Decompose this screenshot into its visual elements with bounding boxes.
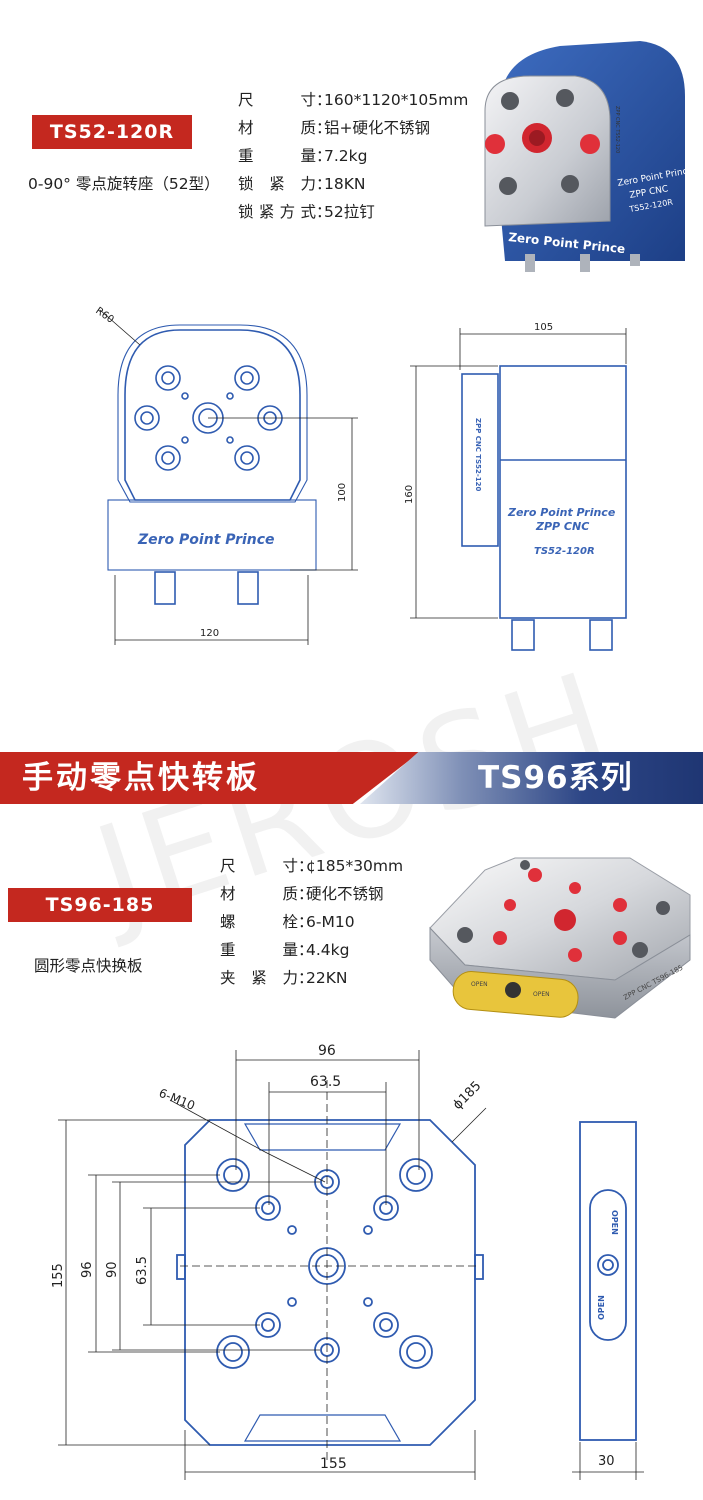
side-drawing-line2: ZPP CNC [535,520,589,533]
spec-value: 6-M10 [306,913,355,931]
spec-label: 尺寸 [238,91,316,109]
spec-row: 锁紧力：18KN [238,170,468,198]
dim-63-top: 63.5 [310,1074,341,1090]
spec-value: 4.4kg [306,941,350,959]
dim-63-left: 63.5 [135,1256,150,1285]
dim-155-left: 155 [51,1263,66,1288]
dim-radius-label: R60 [93,305,115,325]
spec-value: 硬化不锈钢 [306,885,384,903]
spec-value: 7.2kg [324,147,368,165]
dim-side-width-105: 105 [534,322,553,333]
side-drawing-vertical: ZPP CNC TS52-120 [474,418,482,492]
side-drawing-line1: Zero Point Prince [507,506,616,519]
dim-width-120: 120 [200,628,219,639]
spec-value: 52拉钉 [324,203,375,221]
photo-plate-vertical: ZPP CNC TS52-120 [614,106,620,153]
product-photo-ts52: Zero Point Prince Zero Point Prince ZPP … [484,41,694,272]
model-badge-ts52: TS52-120R [32,115,192,149]
spec-label: 材质 [220,885,298,903]
dim-side-thickness: 30 [598,1454,615,1469]
product-photo-ts96: OPEN OPEN ZPP CNC TS96-185 [429,857,691,1019]
spec-row: 重量：7.2kg [238,142,468,170]
spec-label: 夹紧力 [220,969,298,987]
side-open-2: OPEN [597,1295,606,1320]
dim-height-100: 100 [337,483,348,502]
dim-90-left: 90 [105,1261,120,1278]
spec-label: 尺寸 [220,857,298,875]
spec-value: 18KN [324,175,366,193]
spec-value: ¢185*30mm [306,857,404,875]
banner-right-bg [360,752,703,804]
spec-label: 材质 [238,119,316,137]
spec-value: 铝+硬化不锈钢 [324,119,430,137]
spec-row: 材质：硬化不锈钢 [220,880,403,908]
dim-diameter-label: ϕ185 [450,1079,484,1113]
spec-row: 尺寸：¢185*30mm [220,852,403,880]
banner-title-right: TS96系列 [478,760,633,796]
spec-list-ts52: 尺寸：160*1120*105mm 材质：铝+硬化不锈钢 重量：7.2kg 锁紧… [238,86,468,226]
spec-row: 夹紧力：22KN [220,964,403,992]
drawing-ts52-side: 105 160 Zero Point Prince ZPP CNC TS52-1… [404,322,627,651]
banner-left-bg [0,752,420,804]
banner-title-left: 手动零点快转板 [22,760,260,796]
drawing-brand-text: Zero Point Prince [137,532,275,548]
dim-155-bottom: 155 [320,1456,347,1472]
spec-label: 锁紧方式 [238,203,316,221]
drawing-ts96-front: 96 63.5 6-M10 ϕ185 155 96 90 63.5 155 [51,1043,487,1480]
product-description-ts52: 0-90° 零点旋转座（52型） [28,175,220,193]
product-description-ts96: 圆形零点快换板 [34,957,143,975]
spec-label: 锁紧力 [238,175,316,193]
model-badge-ts96: TS96-185 [8,888,192,922]
spec-value: 22KN [306,969,348,987]
spec-row: 螺栓：6-M10 [220,908,403,936]
dim-side-height-160: 160 [404,485,415,504]
spec-label: 重量 [220,941,298,959]
spec-label: 螺栓 [220,913,298,931]
spec-row: 重量：4.4kg [220,936,403,964]
dim-bolt-label: 6-M10 [157,1086,197,1113]
drawing-ts96-side: OPEN OPEN 30 [572,1121,644,1480]
spec-list-ts96: 尺寸：¢185*30mm 材质：硬化不锈钢 螺栓：6-M10 重量：4.4kg … [220,852,403,992]
photo-open-1: OPEN [471,981,488,988]
spec-value: 160*1120*105mm [324,91,469,109]
spec-row: 尺寸：160*1120*105mm [238,86,468,114]
spec-row: 锁紧方式：52拉钉 [238,198,468,226]
spec-label: 重量 [238,147,316,165]
dim-96-left: 96 [80,1261,95,1278]
side-drawing-line3: TS52-120R [534,546,595,557]
dim-96-top: 96 [318,1043,336,1059]
photo-open-2: OPEN [533,991,550,998]
spec-row: 材质：铝+硬化不锈钢 [238,114,468,142]
side-open-1: OPEN [610,1210,619,1235]
drawing-ts52-front: R60 100 120 Zero Point Prince [93,305,358,645]
